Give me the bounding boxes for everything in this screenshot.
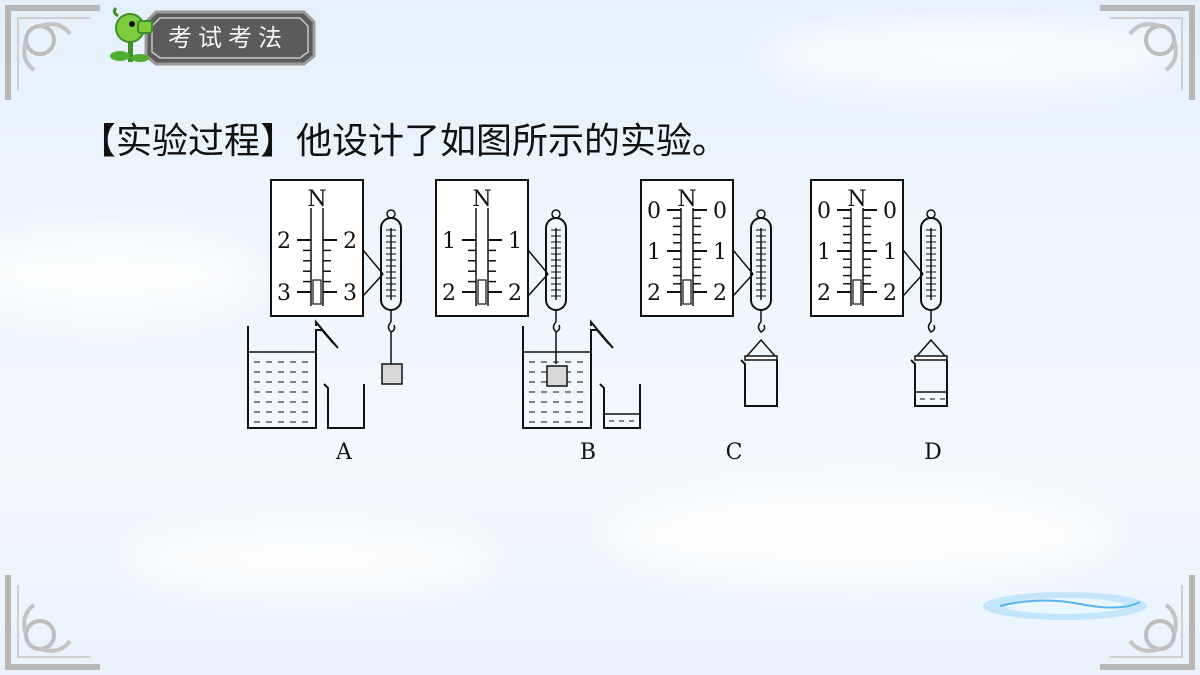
spring-scale-ring xyxy=(386,209,396,219)
unit-label: N xyxy=(677,187,696,212)
tick-label-right: 1 xyxy=(713,240,727,265)
tick-label-right: 0 xyxy=(713,199,727,224)
overflow-cup-B xyxy=(522,319,614,429)
beaker-outline xyxy=(910,359,948,407)
overflow-cup-A xyxy=(247,319,339,429)
tick-label-left: 0 xyxy=(817,199,831,224)
corner-ornament-top-left xyxy=(5,5,100,100)
panel-caption-A: A xyxy=(335,440,353,465)
tick-label-left: 1 xyxy=(647,240,661,265)
section-badge-label: 考试考法 xyxy=(168,24,288,52)
callout-line xyxy=(902,273,924,297)
beaker-outline xyxy=(740,359,778,407)
beaker-outline xyxy=(323,383,365,429)
tick-label-left: 2 xyxy=(277,229,291,254)
beaker-bail xyxy=(746,338,776,357)
unit-label: N xyxy=(472,187,491,212)
tick-label-left: 2 xyxy=(817,281,831,306)
corner-ornament-bottom-left xyxy=(5,575,100,670)
section-badge xyxy=(110,6,316,66)
overflow-cup-outline xyxy=(522,319,614,429)
tick-label-left: 2 xyxy=(647,281,661,306)
corner-ornament-bottom-right xyxy=(1100,575,1195,670)
spring-scale-ring xyxy=(926,209,936,219)
page-heading: 【实验过程】他设计了如图所示的实验。 xyxy=(80,121,729,162)
background-cloud xyxy=(600,480,1120,590)
overflow-cup-outline xyxy=(247,319,339,429)
tick-label-right: 2 xyxy=(713,281,727,306)
metal-block-submerged xyxy=(546,365,568,387)
spring-scale-D xyxy=(920,209,942,333)
background-cloud xyxy=(760,20,1180,90)
callout-line xyxy=(732,273,754,297)
callout-line xyxy=(362,273,384,297)
beaker-rim xyxy=(914,355,948,361)
tick-label-left: 1 xyxy=(442,229,456,254)
beaker-bail xyxy=(916,338,946,357)
hanging-beaker-D xyxy=(910,359,948,407)
tick-label-right: 1 xyxy=(883,240,897,265)
background-cloud xyxy=(120,520,500,600)
tick-label-left: 0 xyxy=(647,199,661,224)
peashooter-icon xyxy=(110,6,153,62)
panel-caption-C: C xyxy=(726,440,743,465)
tick-label-right: 2 xyxy=(883,281,897,306)
tick-label-left: 3 xyxy=(277,281,291,306)
hanging-beaker-C xyxy=(740,359,778,407)
spring-scale-ring xyxy=(551,209,561,219)
tick-label-left: 2 xyxy=(442,281,456,306)
scale-pointer xyxy=(312,279,322,305)
tick-label-right: 1 xyxy=(508,229,522,254)
spring-scale-C xyxy=(750,209,772,333)
scale-pointer xyxy=(852,279,862,305)
callout-line xyxy=(527,273,549,297)
catch-beaker-A xyxy=(323,383,365,429)
metal-block xyxy=(381,363,403,385)
water-splash-decoration xyxy=(983,592,1147,620)
callout-line xyxy=(902,249,924,275)
tick-label-right: 2 xyxy=(508,281,522,306)
beaker-rim xyxy=(744,355,778,361)
tick-label-right: 3 xyxy=(343,281,357,306)
spring-scale-hook xyxy=(552,321,561,333)
callout-line xyxy=(527,249,549,275)
spring-scale-hook xyxy=(757,321,766,333)
spring-scale-hook xyxy=(927,321,936,333)
unit-label: N xyxy=(847,187,866,212)
tick-label-left: 1 xyxy=(817,240,831,265)
panel-caption-D: D xyxy=(924,440,942,465)
callout-line xyxy=(362,249,384,275)
spring-scale-ring xyxy=(756,209,766,219)
callout-line xyxy=(732,249,754,275)
scale-pointer xyxy=(682,279,692,305)
panel-caption-B: B xyxy=(580,440,596,465)
tick-label-right: 2 xyxy=(343,229,357,254)
spring-scale-A xyxy=(380,209,402,333)
spring-scale-hook xyxy=(387,321,396,333)
scale-pointer xyxy=(477,279,487,305)
unit-label: N xyxy=(307,187,326,212)
spring-scale-B xyxy=(545,209,567,333)
catch-beaker-B xyxy=(599,383,641,429)
corner-ornament-top-right xyxy=(1100,5,1195,100)
tick-label-right: 0 xyxy=(883,199,897,224)
background-cloud xyxy=(0,230,260,320)
